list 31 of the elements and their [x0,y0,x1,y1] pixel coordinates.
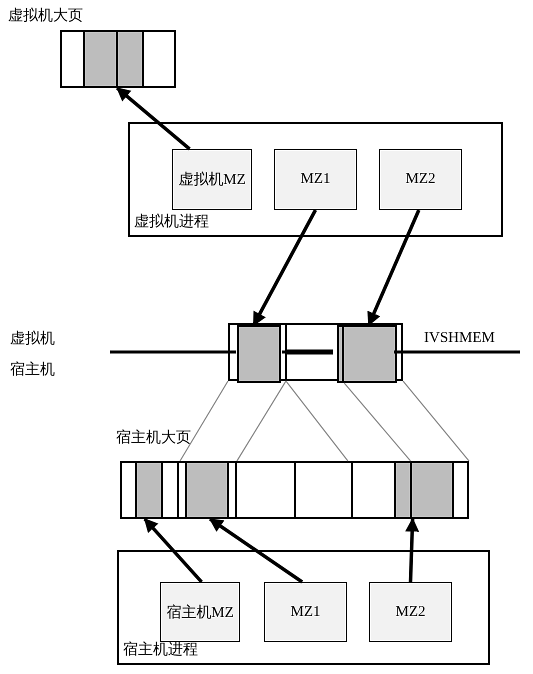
process-box [117,550,490,665]
strip-heading: 宿主机大页 [116,428,191,447]
memory-cell [83,30,144,88]
side-label: 虚拟机 [10,330,55,348]
strip-heading: 虚拟机大页 [8,6,83,25]
module-box: MZ2 [379,149,462,210]
mapping-line [236,380,286,462]
box-label: 虚拟机进程 [134,212,209,231]
side-label: 宿主机 [10,360,55,379]
module-box: MZ2 [369,582,452,642]
memory-cell [237,325,281,383]
module-box: 宿主机MZ [160,582,240,642]
arrow [116,86,191,150]
memory-cell [394,461,454,519]
process-box [128,122,503,237]
arrow [405,518,420,582]
memory-cell [337,325,397,383]
mapping-line [285,380,348,462]
mapping-line [180,380,229,462]
module-box: MZ1 [274,149,357,210]
mapping-line [402,380,470,462]
module-box: 虚拟机MZ [172,149,252,210]
side-label: IVSHMEM [424,330,495,347]
mapping-line [344,382,412,462]
arrow [208,518,304,584]
arrow [144,518,203,584]
memory-strip [228,323,403,381]
box-label: 宿主机进程 [123,640,198,659]
memory-cell [185,461,229,519]
module-box: MZ1 [264,582,347,642]
memory-cell [135,461,163,519]
